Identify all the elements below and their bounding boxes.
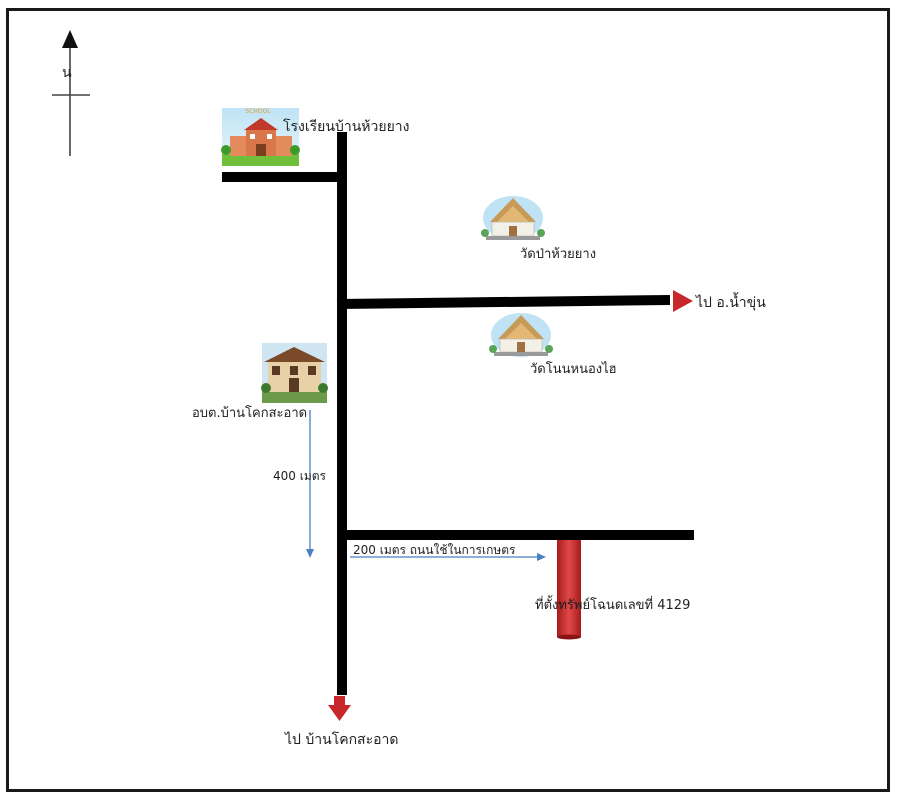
school-sign-text: SCHOOL	[245, 108, 271, 115]
distance-line-vertical	[306, 410, 314, 558]
east-direction-label: ไป อ.น้ำขุ่น	[696, 295, 766, 311]
office-building-icon	[261, 343, 328, 403]
south-direction-label: ไป บ้านโคกสะอาด	[285, 732, 399, 748]
temple-2-label: วัดโนนหนองไฮ	[530, 362, 617, 377]
map-frame	[6, 8, 890, 792]
horizontal-distance-label: 200 เมตร ถนนใช้ในการเกษตร	[353, 543, 516, 557]
road-network	[222, 132, 694, 695]
vertical-distance-label: 400 เมตร	[273, 469, 326, 483]
north-arrow-icon	[52, 30, 90, 156]
distance-line-horizontal	[350, 553, 546, 561]
east-arrow-icon	[673, 290, 693, 312]
temple-icon	[489, 313, 553, 357]
school-label: โรงเรียนบ้านห้วยยาง	[283, 119, 410, 135]
school-icon: SCHOOL	[221, 108, 300, 166]
temple-1-label: วัดป่าห้วยยาง	[520, 247, 597, 262]
parcel-label: ที่ตั้งทรัพย์โฉนดเลขที่ 4129	[535, 598, 691, 613]
south-arrow-icon	[328, 696, 351, 721]
east-road	[336, 295, 671, 309]
temple-icon	[481, 196, 545, 240]
parcel-marker	[557, 540, 581, 640]
office-label: อบต.บ้านโคกสะอาด	[192, 406, 308, 421]
north-label: น	[62, 65, 72, 81]
